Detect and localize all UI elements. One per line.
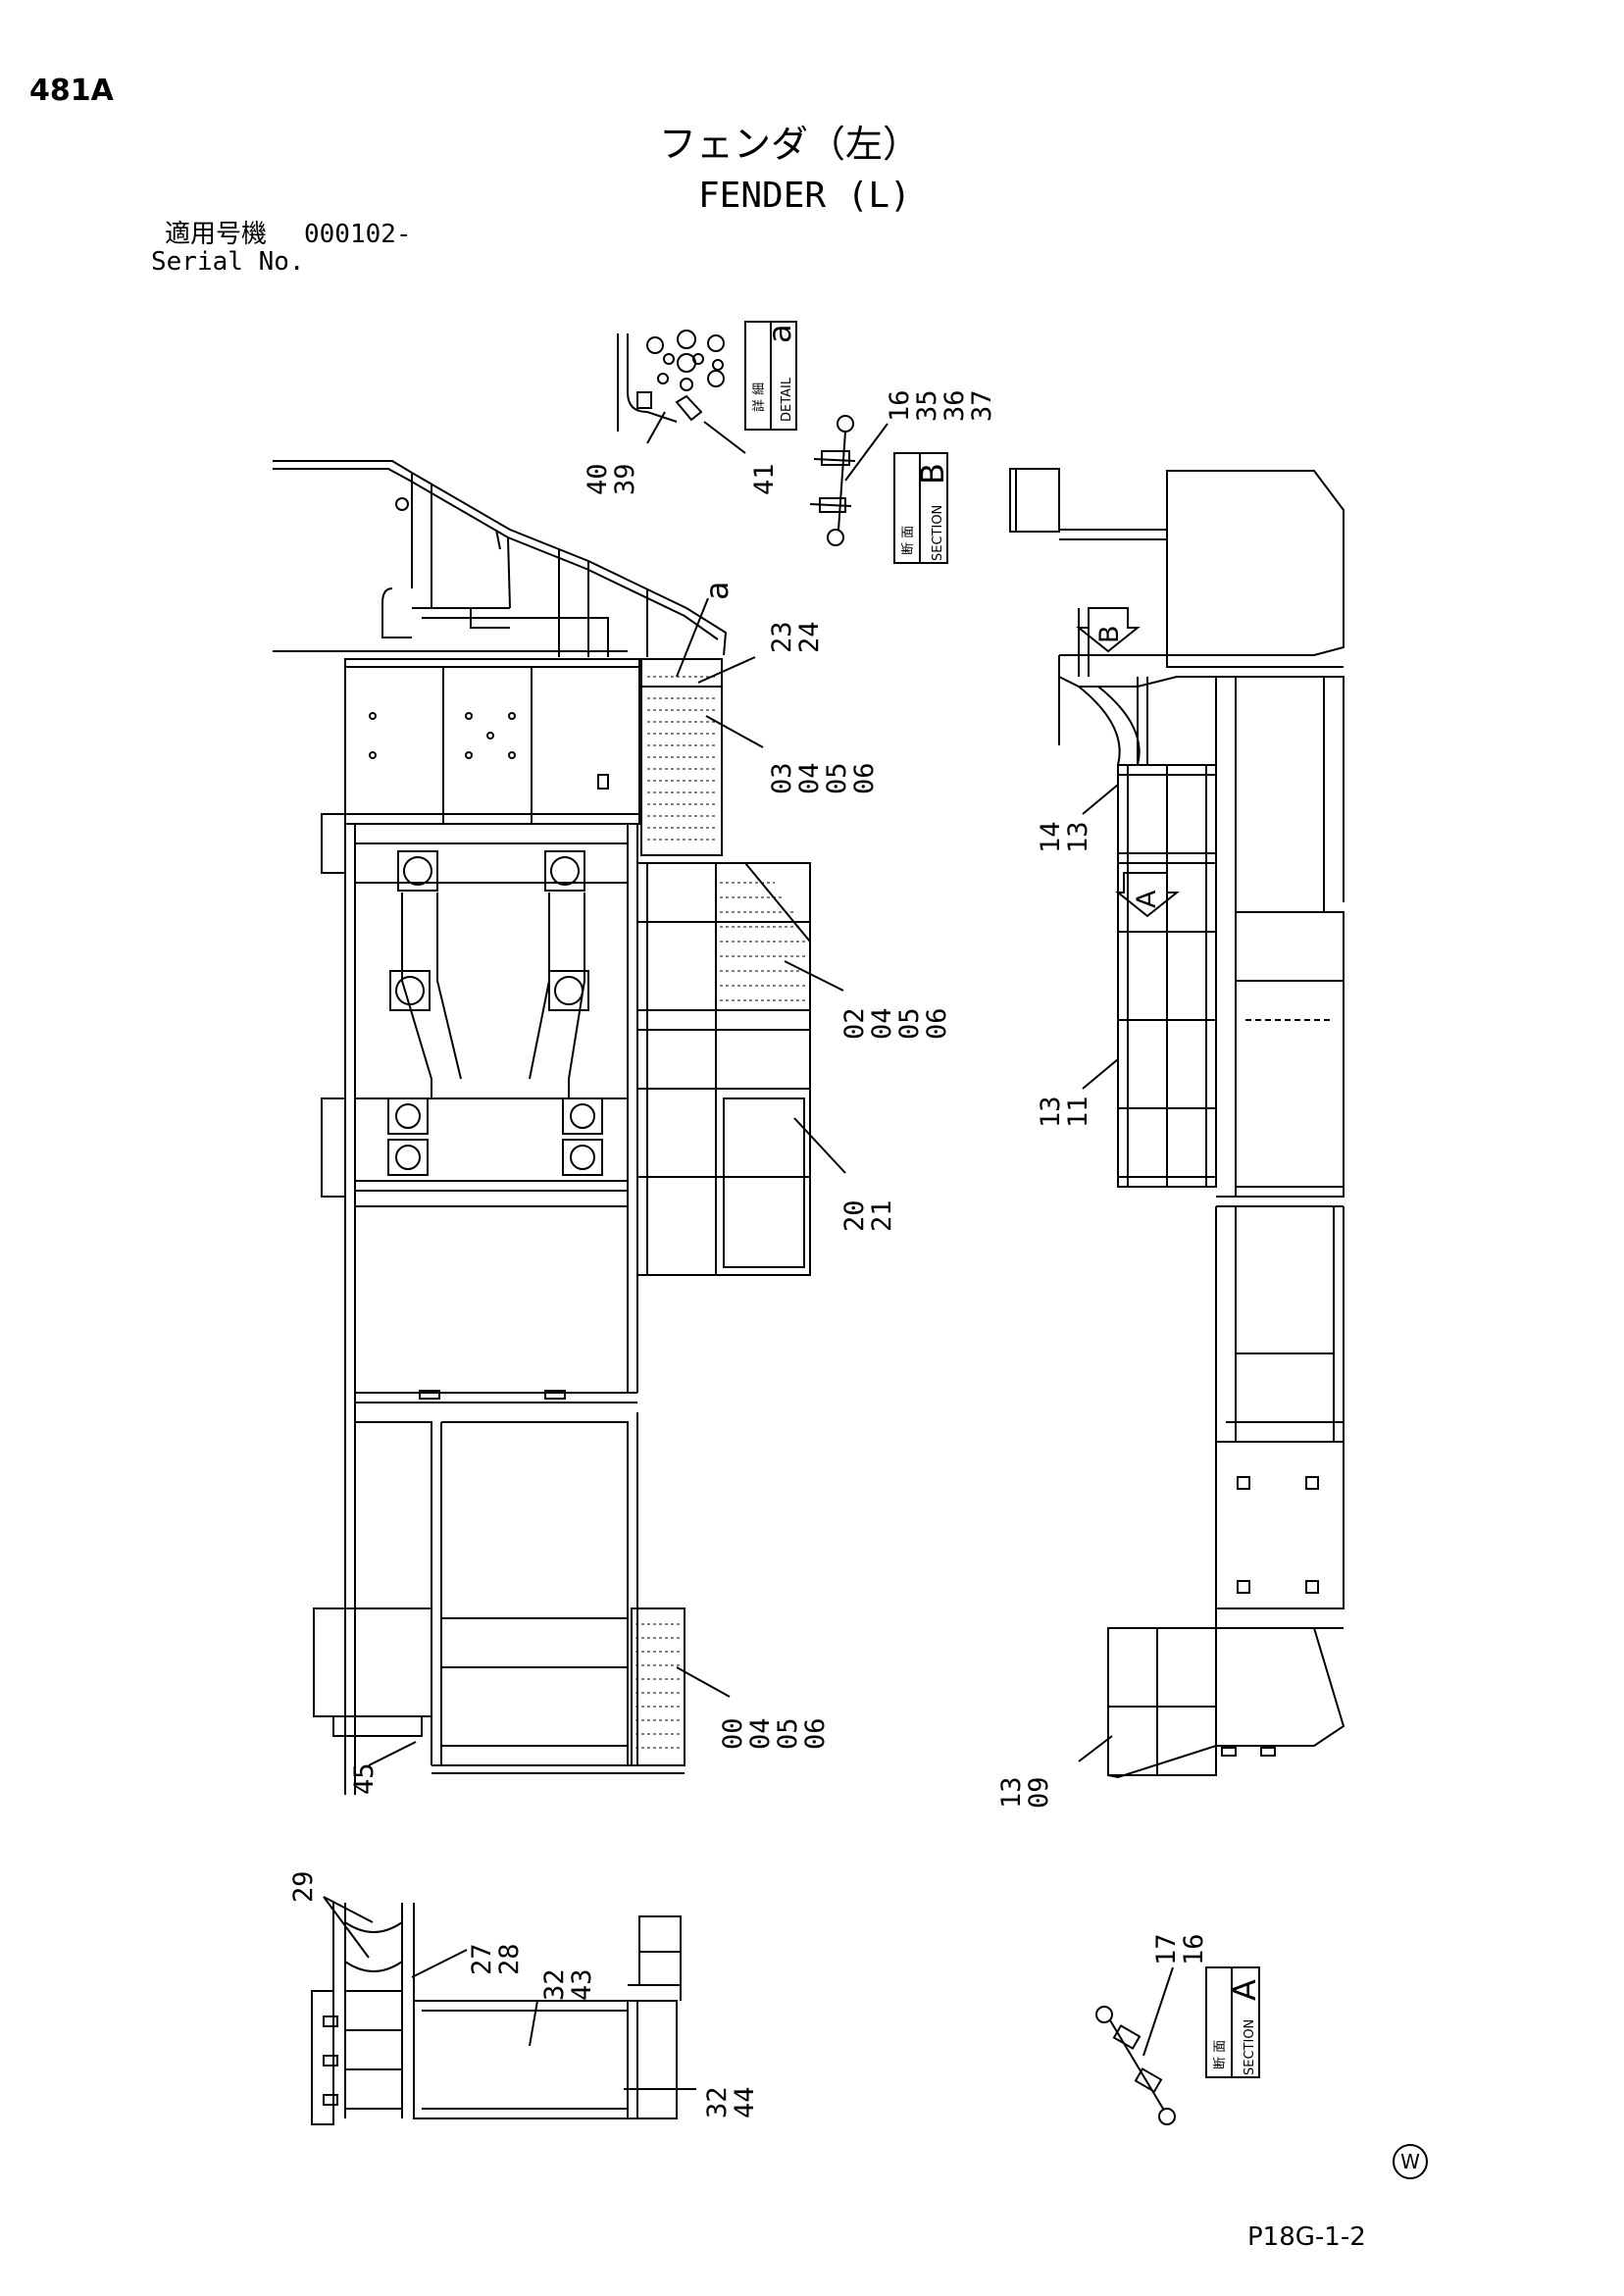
leader-line	[1082, 1058, 1119, 1090]
leader-line	[676, 597, 709, 678]
serial-number-value: 000102-	[304, 220, 412, 249]
leader-line	[1142, 1966, 1174, 2057]
leader-line	[529, 2000, 538, 2047]
callout-05: 05	[822, 762, 852, 794]
callout-16b: 16	[1179, 1933, 1209, 1965]
detail-a-drawing	[617, 330, 725, 432]
callout-27: 27	[467, 1943, 497, 1975]
leader-line	[323, 1896, 370, 1959]
leader-line	[793, 1117, 846, 1174]
section-b-en: SECTION	[931, 505, 945, 561]
callout-06b: 06	[922, 1007, 952, 1040]
callout-40: 40	[583, 463, 613, 495]
callout-28: 28	[494, 1943, 525, 1975]
section-b-drawing	[809, 415, 856, 546]
callout-32b: 32	[702, 2086, 733, 2118]
callout-29: 29	[288, 1870, 319, 1903]
callout-21: 21	[867, 1199, 897, 1232]
leader-line	[676, 1666, 731, 1698]
arrow-a-label: A	[1132, 890, 1162, 908]
leader-line	[411, 1949, 468, 1978]
page-code: 481A	[29, 74, 114, 108]
section-b-box	[893, 452, 948, 564]
callout-11: 11	[1063, 1096, 1093, 1128]
section-a-en: SECTION	[1243, 2019, 1257, 2075]
callout-00: 00	[718, 1717, 748, 1750]
callout-16: 16	[885, 389, 915, 422]
callout-13b: 13	[1036, 1096, 1066, 1128]
section-b-jp: 断 面	[901, 526, 916, 555]
detail-a-box	[744, 321, 797, 431]
title-japanese: フェンダ（左）	[659, 123, 921, 166]
callout-35: 35	[912, 389, 942, 422]
page-reference: P18G-1-2	[1247, 2222, 1366, 2252]
callout-20: 20	[839, 1199, 870, 1232]
leader-line	[1078, 1735, 1113, 1762]
callout-14: 14	[1036, 821, 1066, 853]
section-a-jp: 断 面	[1213, 2040, 1228, 2069]
callout-43: 43	[567, 1968, 597, 2001]
callout-05c: 05	[773, 1717, 803, 1750]
leader-line	[368, 1741, 417, 1766]
callout-41: 41	[749, 463, 780, 495]
callout-02: 02	[839, 1007, 870, 1040]
leader-line	[323, 1896, 374, 1923]
section-a-drawing	[1095, 2006, 1176, 2125]
serial-label-japanese: 適用号機	[165, 220, 268, 249]
arrow-b-label: B	[1094, 625, 1125, 643]
callout-23: 23	[767, 621, 797, 653]
callout-24: 24	[794, 621, 825, 653]
title-english: FENDER (L)	[698, 176, 911, 216]
detail-a-en: DETAIL	[780, 377, 794, 422]
section-a-letter: A	[1226, 1979, 1263, 2001]
callout-04: 04	[794, 762, 825, 794]
serial-label-english: Serial No.	[151, 247, 305, 277]
leader-line	[705, 715, 764, 748]
callout-32: 32	[539, 1968, 570, 2001]
leader-line	[703, 421, 746, 454]
callout-04b: 04	[867, 1007, 897, 1040]
main-plan-view	[273, 460, 811, 1795]
section-a-box	[1205, 1966, 1260, 2078]
section-b-letter: B	[914, 463, 951, 485]
callout-44: 44	[730, 2086, 760, 2118]
callout-13c: 13	[996, 1776, 1027, 1809]
leader-line	[784, 960, 844, 992]
side-elevation-view	[1009, 468, 1345, 1779]
callout-37: 37	[967, 389, 997, 422]
leader-line	[697, 656, 756, 684]
callout-03: 03	[767, 762, 797, 794]
callout-09: 09	[1024, 1776, 1054, 1809]
callout-17: 17	[1151, 1933, 1182, 1965]
callout-36: 36	[939, 389, 970, 422]
leader-line	[844, 423, 888, 482]
callout-06c: 06	[800, 1717, 831, 1750]
detail-a-jp: 詳 細	[751, 383, 767, 412]
leader-line	[1082, 784, 1119, 815]
marker-a: a	[698, 582, 736, 600]
callout-05b: 05	[894, 1007, 925, 1040]
w-mark: W	[1393, 2144, 1428, 2179]
callout-13: 13	[1063, 821, 1093, 853]
leader-line	[646, 411, 666, 444]
callout-39: 39	[610, 463, 640, 495]
callout-04c: 04	[745, 1717, 776, 1750]
detail-a-letter: a	[761, 324, 798, 343]
callout-06: 06	[849, 762, 880, 794]
bottom-assembly-view	[311, 1903, 682, 2125]
callout-45: 45	[349, 1762, 380, 1795]
